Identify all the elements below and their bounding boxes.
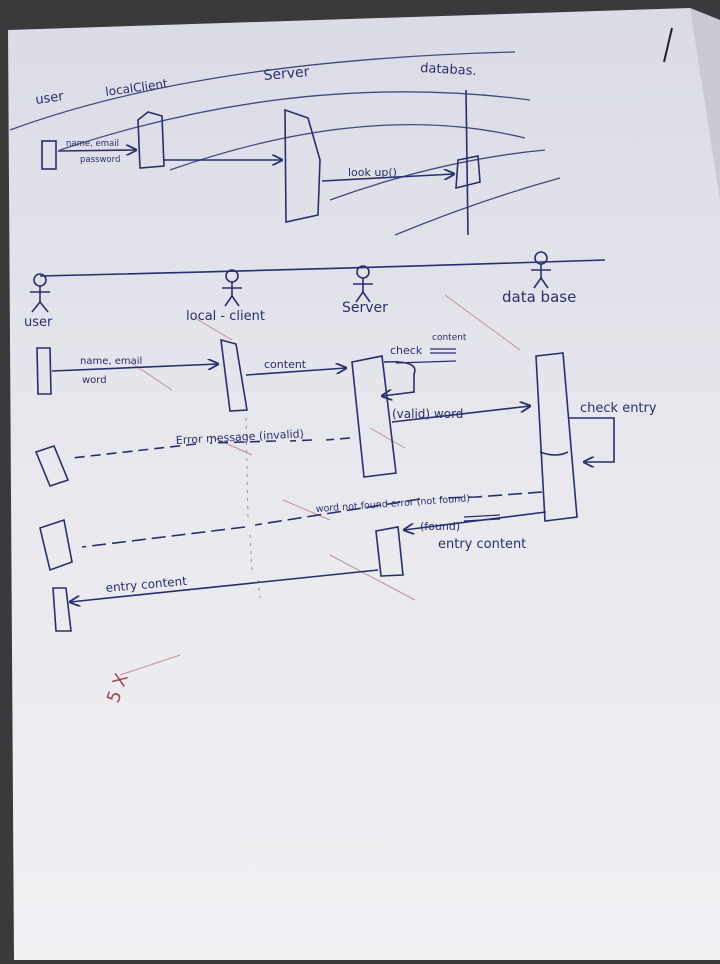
top-actor-database: databas. xyxy=(420,61,477,79)
top-activation-user xyxy=(41,140,57,170)
self-msg-server-label-1: check xyxy=(390,344,423,357)
top-msg-lookup-label: look up() xyxy=(348,166,397,179)
actor-label-database: data base xyxy=(502,288,576,306)
activation-server-1 xyxy=(351,355,397,478)
scribble-strike-2 xyxy=(395,360,457,364)
activation-user-2 xyxy=(34,445,70,487)
top-activation-db xyxy=(455,155,481,190)
msg-user-client-label-1: name, email xyxy=(80,356,142,367)
msg-to-user xyxy=(70,569,379,602)
actor-database-figure xyxy=(531,251,551,289)
msg-client-server xyxy=(245,368,346,376)
actor-server-figure xyxy=(353,265,373,303)
msg-not-found xyxy=(81,491,543,548)
top-msg-server-db xyxy=(321,174,454,182)
msg-client-server-label: content xyxy=(264,358,307,371)
scribble-strike-3 xyxy=(463,514,501,522)
actor-client-figure xyxy=(222,269,242,307)
database-box-divider xyxy=(539,451,569,456)
top-activation-client xyxy=(137,111,165,169)
msg-server-database xyxy=(391,406,530,423)
activation-user-3 xyxy=(39,518,73,572)
actor-label-user: user xyxy=(24,315,53,330)
actor-baseline xyxy=(39,259,606,277)
activation-user-1 xyxy=(36,347,52,395)
msg-database-server-label-2: entry content xyxy=(438,537,526,552)
activation-server-2 xyxy=(375,526,404,577)
msg-user-client xyxy=(51,364,218,372)
self-msg-database xyxy=(568,417,615,462)
paper-edge-shadow xyxy=(690,8,720,200)
crossout-strokes xyxy=(9,51,561,236)
pen-mark xyxy=(663,27,673,63)
activation-user-4 xyxy=(52,587,72,632)
msg-server-database-label: (valid) word xyxy=(392,407,463,421)
paper-sheet xyxy=(8,8,720,960)
actor-label-local-client: local - client xyxy=(186,309,265,324)
actor-label-server: Server xyxy=(342,300,388,316)
self-msg-server-label-2: content xyxy=(432,333,467,343)
top-msg-user-client xyxy=(57,150,136,151)
top-actor-user: user xyxy=(34,89,65,108)
self-msg-server xyxy=(382,360,416,396)
activation-client xyxy=(220,338,248,412)
lifeline-client xyxy=(245,417,261,599)
activation-database xyxy=(535,352,578,522)
self-msg-database-label: check entry xyxy=(580,401,657,416)
scribble-strike-1 xyxy=(430,348,456,354)
top-activation-server xyxy=(284,108,321,223)
top-msg-label-2: password xyxy=(80,155,120,165)
top-msg-label-1: name, email xyxy=(66,139,119,149)
msg-user-client-label-2: word xyxy=(82,375,107,386)
top-sketch: user localClient Server databas. name, e… xyxy=(34,61,481,236)
msg-database-server-label-1: (found) xyxy=(420,520,460,533)
actor-user-figure xyxy=(30,273,50,313)
top-db-lifeline xyxy=(465,89,469,236)
